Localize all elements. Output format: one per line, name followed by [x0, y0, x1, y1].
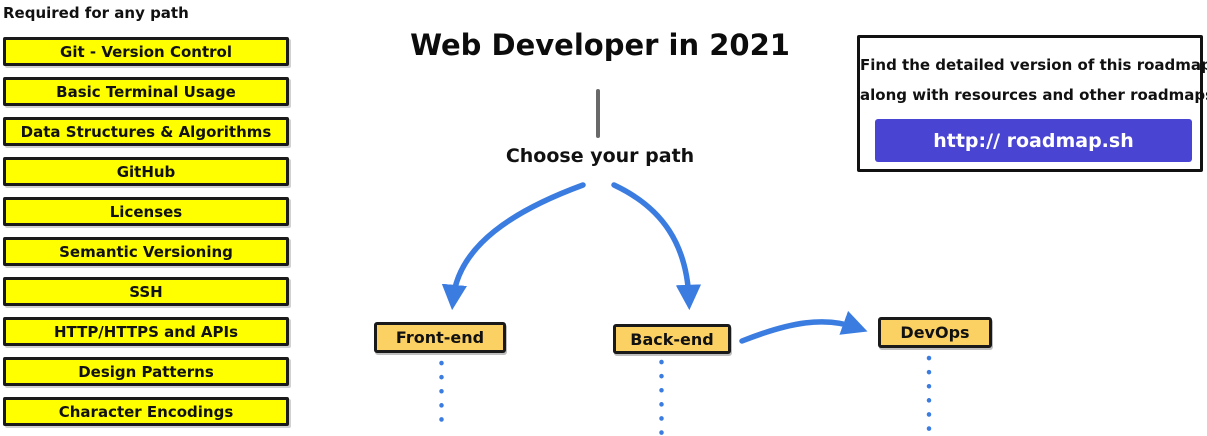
arrow-backend-to-devops — [739, 310, 868, 344]
arrow-choose-to-frontend — [441, 182, 586, 311]
choose-path-label: Choose your path — [505, 145, 695, 167]
required-topic-label: Licenses — [109, 202, 183, 221]
path-node-frontend-label: Front-end — [395, 328, 485, 347]
roadmap-url-button[interactable]: http:// roadmap.sh — [875, 119, 1192, 162]
info-box-text-line1: Find the detailed version of this roadma… — [860, 56, 1207, 74]
arrow-choose-to-backend — [611, 182, 702, 311]
info-box: Find the detailed version of this roadma… — [857, 35, 1207, 172]
roadmap-url-label: http:// roadmap.sh — [933, 129, 1134, 152]
required-topic-label: Basic Terminal Usage — [56, 82, 236, 101]
required-topic-node[interactable]: Semantic Versioning — [3, 237, 289, 266]
required-topic-label: GitHub — [116, 162, 176, 181]
path-node-backend[interactable]: Back-end — [613, 324, 731, 354]
required-topic-label: Design Patterns — [78, 362, 214, 381]
required-topic-node[interactable]: Licenses — [3, 197, 289, 226]
path-node-devops-label: DevOps — [900, 323, 970, 342]
required-topic-label: Data Structures & Algorithms — [20, 122, 272, 141]
path-node-backend-label: Back-end — [630, 329, 714, 349]
required-topic-node[interactable]: SSH — [3, 277, 289, 306]
required-topic-label: HTTP/HTTPS and APIs — [53, 322, 239, 341]
path-node-devops[interactable]: DevOps — [878, 317, 992, 348]
path-node-frontend[interactable]: Front-end — [374, 322, 506, 353]
required-topic-node[interactable]: Basic Terminal Usage — [3, 77, 289, 106]
page-title: Web Developer in 2021 — [410, 28, 790, 62]
required-topic-label: Character Encodings — [58, 402, 234, 421]
required-topic-node[interactable]: Design Patterns — [3, 357, 289, 386]
required-topic-node[interactable]: Git - Version Control — [3, 37, 289, 66]
required-topic-node[interactable]: GitHub — [3, 157, 289, 186]
required-section-title: Required for any path — [3, 4, 189, 22]
required-list: Git - Version Control Basic Terminal Usa… — [3, 37, 289, 426]
required-topic-node[interactable]: Data Structures & Algorithms — [3, 117, 289, 146]
required-topic-label: Git - Version Control — [60, 42, 232, 61]
required-topic-label: Semantic Versioning — [59, 242, 233, 261]
info-box-text-line2: along with resources and other roadmaps — [860, 86, 1207, 104]
required-topic-node[interactable]: Character Encodings — [3, 397, 289, 426]
required-topic-node[interactable]: HTTP/HTTPS and APIs — [3, 317, 289, 346]
title-connector-line — [596, 89, 600, 138]
required-topic-label: SSH — [129, 282, 163, 301]
